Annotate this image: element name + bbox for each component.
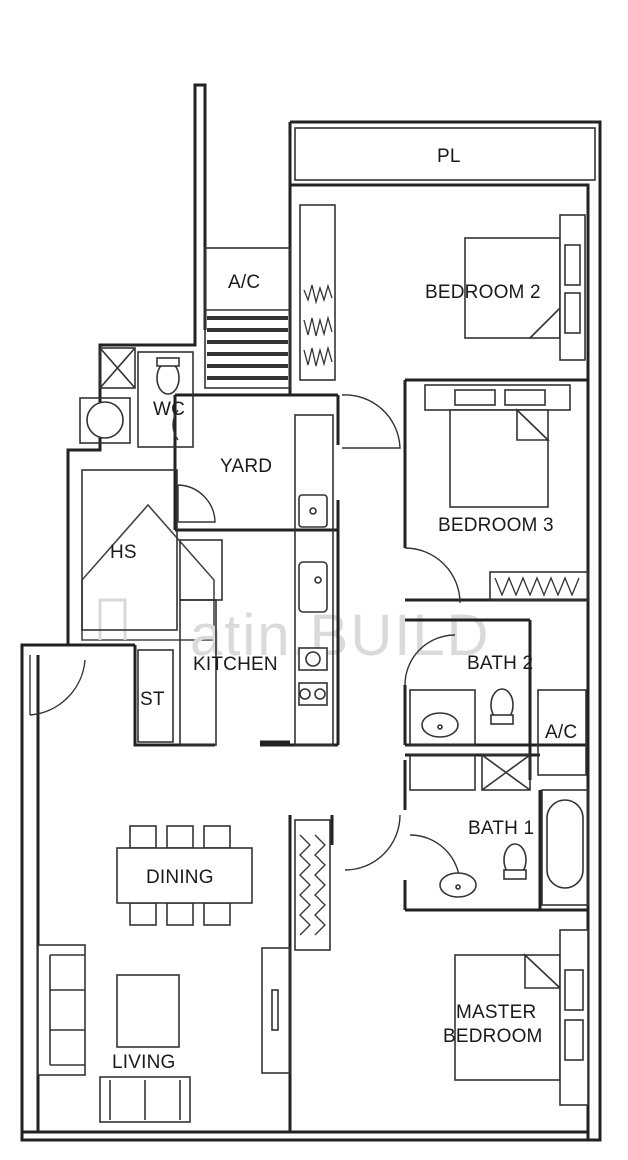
label-bath1: BATH 1 <box>468 818 534 839</box>
label-st: ST <box>140 689 165 710</box>
kitchen-counter <box>179 414 334 746</box>
label-ac-top: A/C <box>228 272 260 293</box>
bedroom2-wardrobe <box>299 204 336 381</box>
bedroom3-wardrobe <box>489 571 589 601</box>
label-hs: HS <box>110 542 137 563</box>
room-labels: PL A/C BEDROOM 2 WC YARD BEDROOM 3 HS KI… <box>110 146 577 1073</box>
bedroom3-bed <box>424 384 571 508</box>
label-bath2: BATH 2 <box>467 653 533 674</box>
yard-door <box>177 484 216 523</box>
bath2-fixtures <box>409 688 587 776</box>
bedroom2-bed <box>464 214 586 361</box>
label-bedroom2: BEDROOM 2 <box>425 282 541 303</box>
pl-planter <box>294 127 596 181</box>
label-dining: DINING <box>146 867 214 888</box>
master-wardrobe <box>261 819 331 1074</box>
label-yard: YARD <box>220 456 272 477</box>
label-pl: PL <box>437 146 461 167</box>
label-master-2: BEDROOM <box>443 1026 543 1047</box>
store-room <box>137 649 174 743</box>
label-master-1: MASTER <box>456 1002 536 1023</box>
label-ac-mid: A/C <box>545 722 577 743</box>
label-wc: WC <box>153 399 185 420</box>
living-furniture <box>37 944 191 1123</box>
ac-ledge-top <box>204 247 291 389</box>
hs-room <box>81 469 178 631</box>
wc-room <box>79 347 194 448</box>
entrance-door <box>29 655 86 716</box>
interior-walls <box>68 378 588 1132</box>
label-living: LIVING <box>112 1052 176 1073</box>
bath1-fixtures <box>409 754 589 906</box>
label-kitchen: KITCHEN <box>193 654 278 675</box>
label-bedroom3: BEDROOM 3 <box>438 515 554 536</box>
dining-table <box>116 825 253 926</box>
master-bed <box>454 929 589 1106</box>
